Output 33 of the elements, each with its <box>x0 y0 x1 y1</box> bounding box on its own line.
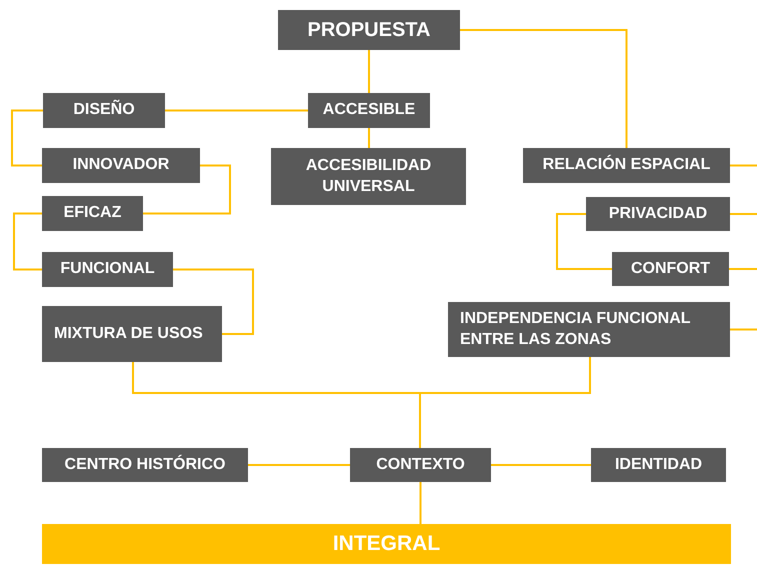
concept-box: IDENTIDAD <box>591 448 726 482</box>
connector-line <box>368 128 370 148</box>
connector-line <box>729 268 757 270</box>
connector-line <box>419 357 591 448</box>
concept-box: MIXTURA DE USOS <box>42 306 222 362</box>
concept-box: DISEÑO <box>43 93 165 128</box>
concept-box: CONTEXTO <box>350 448 491 482</box>
concept-box: EFICAZ <box>42 196 143 231</box>
connector-line <box>248 464 350 466</box>
connector-line <box>730 328 757 330</box>
connector-line <box>730 213 757 215</box>
connector-line <box>11 110 43 166</box>
connector-line <box>491 464 591 466</box>
connector-line <box>368 50 370 93</box>
concept-box: RELACIÓN ESPACIAL <box>523 148 730 183</box>
connector-line <box>730 164 757 166</box>
connector-line <box>460 29 628 148</box>
concept-box: PROPUESTA <box>278 10 460 50</box>
concept-box: ACCESIBLE <box>308 93 430 128</box>
connector-line <box>165 110 308 112</box>
concept-box: INDEPENDENCIA FUNCIONAL ENTRE LAS ZONAS <box>448 302 730 357</box>
concept-box: CENTRO HISTÓRICO <box>42 448 248 482</box>
concept-box: ACCESIBILIDAD UNIVERSAL <box>271 148 466 205</box>
connector-line <box>13 212 42 270</box>
concept-box: PRIVACIDAD <box>586 197 730 231</box>
concept-box: CONFORT <box>612 252 729 286</box>
concept-box: FUNCIONAL <box>42 252 173 287</box>
connector-line <box>556 213 612 270</box>
result-bar: INTEGRAL <box>42 524 731 564</box>
connector-line <box>143 164 231 214</box>
concept-box: INNOVADOR <box>42 148 200 183</box>
connector-line <box>173 268 254 335</box>
connector-line <box>420 482 422 524</box>
